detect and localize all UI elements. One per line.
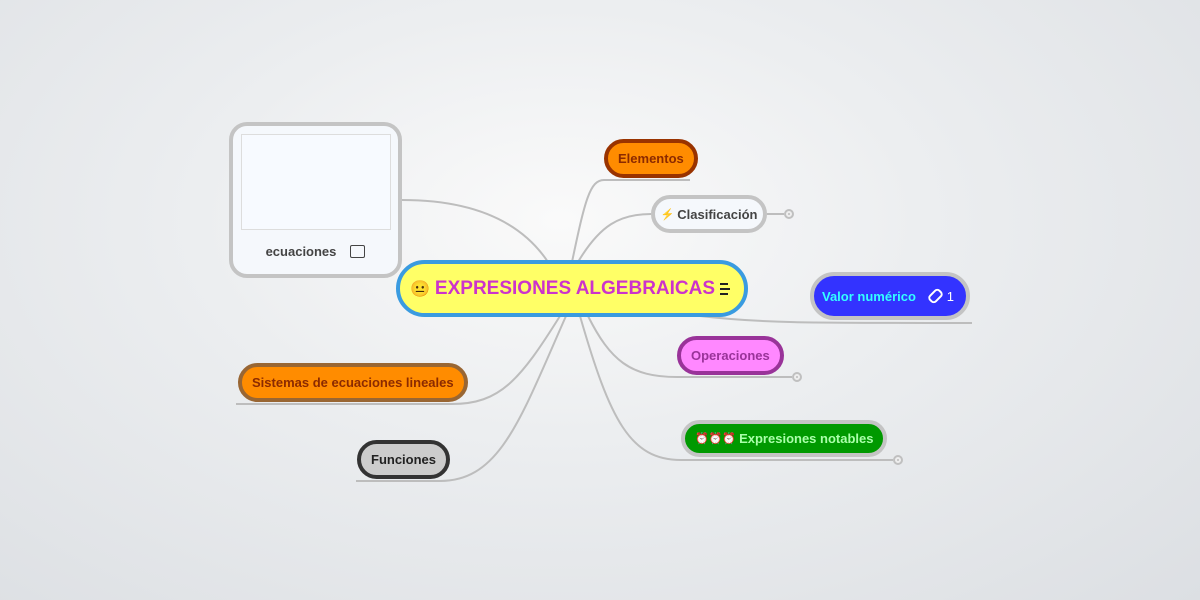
node-label: Elementos [618, 151, 684, 166]
collapse-toggle[interactable] [792, 372, 802, 382]
node-funciones[interactable]: Funciones [357, 440, 451, 479]
node-clasificacion[interactable]: ⚡ Clasificación [651, 195, 767, 233]
collapse-toggle[interactable] [893, 455, 903, 465]
node-label: Operaciones [691, 348, 770, 363]
broken-image [241, 134, 391, 230]
node-label: Clasificación [677, 206, 758, 222]
lightning-icon: ⚡ [660, 208, 675, 221]
root-label: EXPRESIONES ALGEBRAICAS [434, 277, 716, 299]
collapse-toggle[interactable] [784, 209, 794, 219]
node-label: Sistemas de ecuaciones lineales [252, 375, 454, 390]
node-elementos[interactable]: Elementos [604, 139, 698, 178]
root-node[interactable]: 😐 EXPRESIONES ALGEBRAICAS [396, 260, 748, 317]
node-ecuaciones[interactable]: ecuaciones [229, 122, 402, 278]
link-count: 1 [946, 288, 954, 304]
node-label: Funciones [371, 452, 437, 467]
node-sistemas[interactable]: Sistemas de ecuaciones lineales [238, 363, 468, 402]
node-valor-numerico[interactable]: Valor numérico 1 [810, 272, 970, 320]
node-label: Valor numérico [822, 288, 916, 304]
node-operaciones[interactable]: Operaciones [677, 336, 784, 375]
image-icon[interactable] [350, 245, 366, 258]
node-label: Expresiones notables [739, 431, 874, 446]
node-expresiones-notables[interactable]: ⏰⏰⏰ Expresiones notables [681, 420, 888, 457]
neutral-face-icon: 😐 [410, 280, 430, 298]
notes-add-icon[interactable] [720, 282, 731, 295]
node-label: ecuaciones [265, 244, 337, 259]
alarm-clock-icons: ⏰⏰⏰ [695, 433, 737, 445]
link-icon[interactable] [926, 287, 945, 305]
